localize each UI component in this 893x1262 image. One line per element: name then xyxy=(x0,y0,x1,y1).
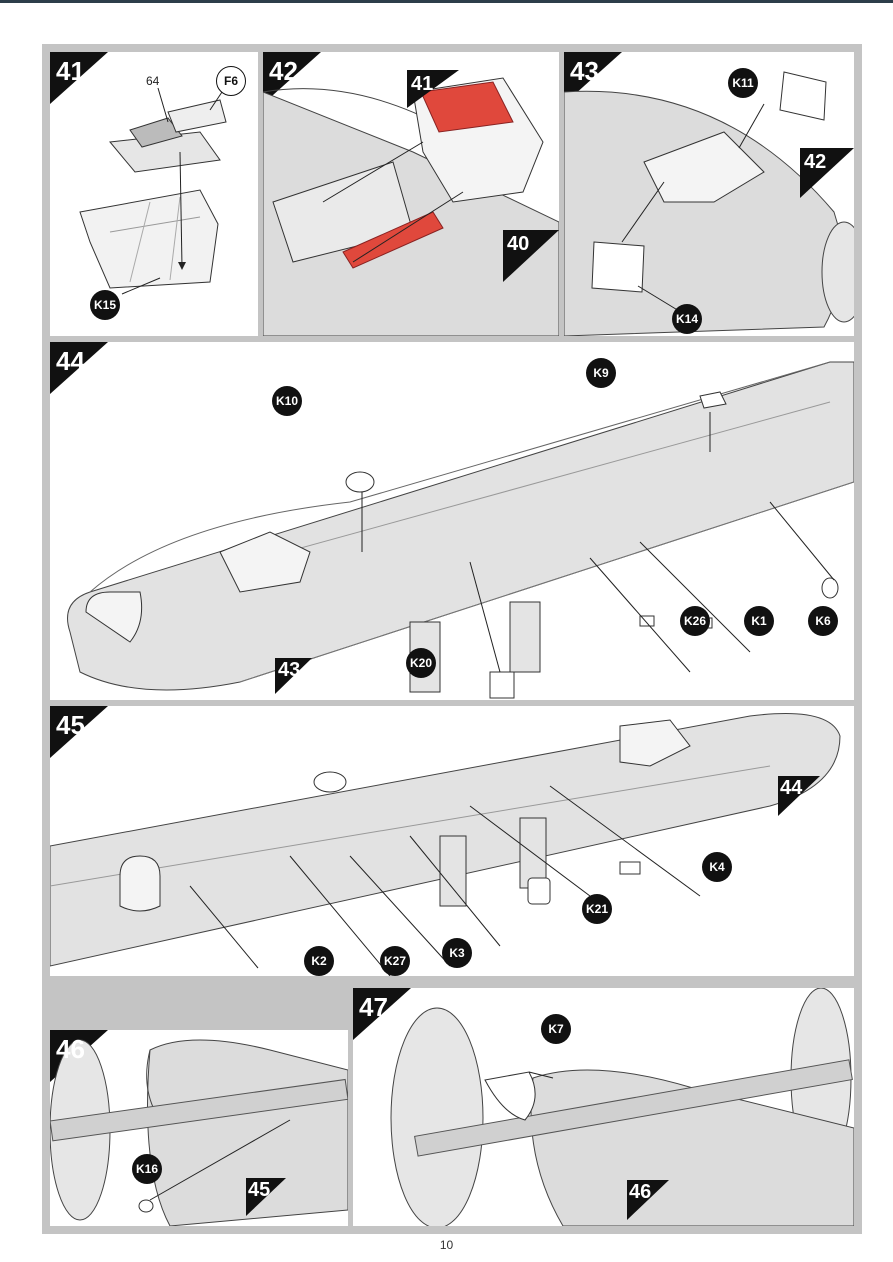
step-46-number: 46 xyxy=(56,1034,85,1064)
step-41-illustration xyxy=(50,52,227,295)
callout-k11: K11 xyxy=(728,68,758,98)
callout-k10: K10 xyxy=(272,386,302,416)
callout-k2: K2 xyxy=(304,946,334,976)
step-43-number: 43 xyxy=(570,56,599,86)
callout-k7: K7 xyxy=(541,1014,571,1044)
step-47-illustration xyxy=(353,988,854,1226)
ref-step-43: 43 xyxy=(278,659,301,681)
step-43-panel: 43 42 K11 K14 xyxy=(564,52,854,336)
callout-k4: K4 xyxy=(702,852,732,882)
step-45-panel: 45 44 K4 K21 K3 K27 K2 K5 xyxy=(50,706,854,976)
step-45-number: 45 xyxy=(56,710,85,740)
ref-step-40: 40 xyxy=(507,233,530,255)
ref-step-46: 46 xyxy=(629,1181,652,1203)
callout-k9: K9 xyxy=(586,358,616,388)
step-41-number: 41 xyxy=(56,56,85,86)
callout-k6: K6 xyxy=(808,606,838,636)
ref-step-42: 42 xyxy=(804,151,827,173)
step-47-panel: 47 46 K7 xyxy=(353,988,854,1226)
step-43-illustration xyxy=(564,52,854,336)
callout-k16: K16 xyxy=(132,1154,162,1184)
step-44-illustration xyxy=(50,342,854,699)
ref-step-44: 44 xyxy=(780,777,803,799)
step-41-panel: 41 64 F6 K15 xyxy=(50,52,258,336)
step-42-illustration xyxy=(263,52,559,336)
callout-k3: K3 xyxy=(442,938,472,968)
step-42-panel: 42 41 40 xyxy=(263,52,559,336)
callout-k21: K21 xyxy=(582,894,612,924)
step-46-panel: 46 45 K16 xyxy=(50,1030,348,1226)
page-number: 10 xyxy=(439,1238,454,1252)
step-44-panel: 44 43 K10 K9 K26 K1 K6 K20 xyxy=(50,342,854,700)
instruction-frame: 41 64 F6 K15 42 41 40 xyxy=(42,44,862,1234)
callout-k1: K1 xyxy=(744,606,774,636)
part-number-label: 64 xyxy=(146,74,160,88)
callout-k20: K20 xyxy=(406,648,436,678)
callout-f6: F6 xyxy=(216,66,246,96)
callout-k26: K26 xyxy=(680,606,710,636)
step-46-illustration xyxy=(50,1030,348,1226)
top-rule xyxy=(0,0,893,3)
ref-step-41: 41 xyxy=(411,73,434,95)
step-42-number: 42 xyxy=(269,56,298,86)
callout-k14: K14 xyxy=(672,304,702,334)
step-45-illustration xyxy=(50,706,841,976)
ref-step-45: 45 xyxy=(248,1179,271,1201)
callout-k27: K27 xyxy=(380,946,410,976)
callout-k15: K15 xyxy=(90,290,120,320)
step-47-number: 47 xyxy=(359,992,388,1022)
step-44-number: 44 xyxy=(56,346,85,376)
